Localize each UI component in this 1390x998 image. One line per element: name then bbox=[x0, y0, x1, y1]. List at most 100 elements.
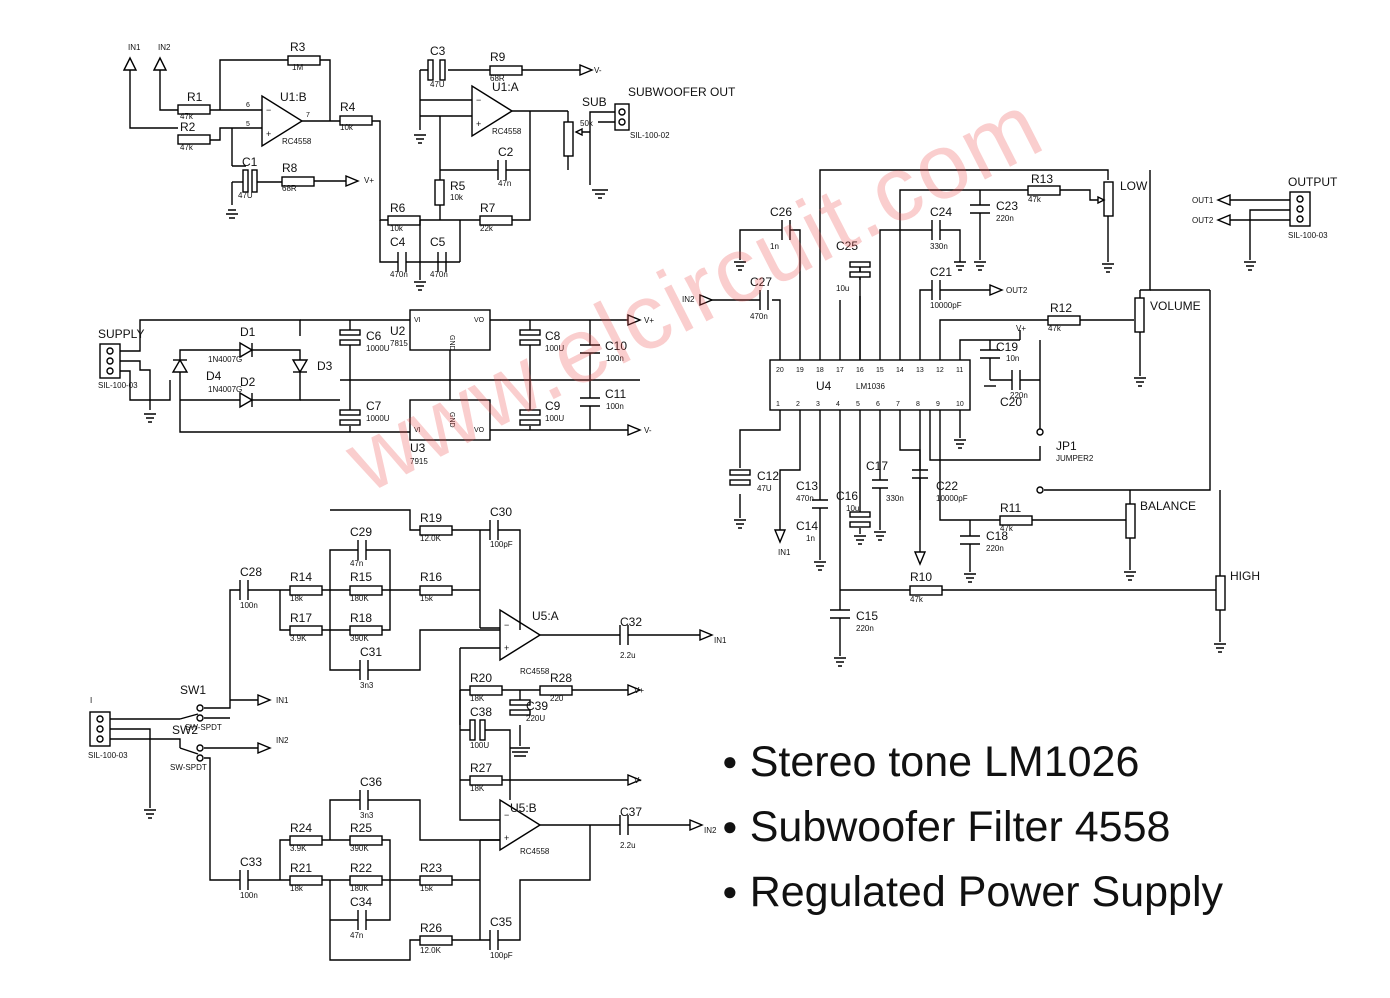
component-ref: R3 bbox=[290, 40, 306, 54]
net-label: SIL-100-03 bbox=[1288, 231, 1328, 240]
svg-text:17: 17 bbox=[836, 367, 844, 374]
net-label: SW-SPDT bbox=[185, 723, 222, 732]
net-label: SIL-100-03 bbox=[98, 381, 138, 390]
net-label: RC4558 bbox=[282, 137, 312, 146]
component-value: 47n bbox=[498, 179, 511, 188]
component-ref: R20 bbox=[470, 671, 492, 685]
component-value: 220n bbox=[996, 214, 1014, 223]
svg-text:3: 3 bbox=[816, 401, 820, 408]
component-value: 3.9K bbox=[290, 844, 307, 853]
svg-text:19: 19 bbox=[796, 367, 804, 374]
component-value: 100U bbox=[545, 414, 564, 423]
component-value: 68R bbox=[490, 74, 505, 83]
svg-text:VI: VI bbox=[414, 317, 421, 324]
svg-text:+: + bbox=[504, 643, 509, 653]
svg-text:+: + bbox=[476, 119, 481, 129]
net-label: OUTPUT bbox=[1288, 175, 1338, 189]
component-ref: C14 bbox=[796, 519, 818, 533]
component-value: 2.2u bbox=[620, 651, 636, 660]
component-ref: R5 bbox=[450, 179, 466, 193]
component-value: 47k bbox=[1028, 195, 1042, 204]
component-value: 220n bbox=[856, 624, 874, 633]
svg-text:5: 5 bbox=[246, 121, 250, 128]
component-ref: C28 bbox=[240, 565, 262, 579]
feature-item: Regulated Power Supply bbox=[722, 862, 1223, 927]
net-label: LOW bbox=[1120, 179, 1148, 193]
component-ref: C34 bbox=[350, 895, 372, 909]
component-ref: C2 bbox=[498, 145, 514, 159]
net-label: V- bbox=[594, 66, 602, 75]
feature-item: Subwoofer Filter 4558 bbox=[722, 797, 1223, 862]
net-label: RC4558 bbox=[492, 127, 522, 136]
net-label: IN1 bbox=[778, 548, 791, 557]
component-ref: R24 bbox=[290, 821, 312, 835]
component-value: 3n3 bbox=[360, 811, 374, 820]
component-ref: C27 bbox=[750, 275, 772, 289]
component-ref: R15 bbox=[350, 570, 372, 584]
component-value: 10n bbox=[1006, 354, 1019, 363]
component-ref: C37 bbox=[620, 805, 642, 819]
component-value: 100pF bbox=[490, 540, 513, 549]
net-label: SW2 bbox=[172, 723, 198, 737]
component-value: 100pF bbox=[490, 951, 513, 960]
component-value: 100U bbox=[470, 741, 489, 750]
component-ref: R18 bbox=[350, 611, 372, 625]
svg-text:6: 6 bbox=[876, 401, 880, 408]
component-ref: R19 bbox=[420, 511, 442, 525]
net-label: U4 bbox=[816, 379, 832, 393]
net-label: SUPPLY bbox=[98, 327, 144, 341]
component-ref: C21 bbox=[930, 265, 952, 279]
component-ref: C6 bbox=[366, 329, 382, 343]
net-label: I bbox=[90, 696, 92, 705]
component-ref: C36 bbox=[360, 775, 382, 789]
component-ref: C35 bbox=[490, 915, 512, 929]
component-value: 1n bbox=[770, 242, 779, 251]
svg-text:10: 10 bbox=[956, 401, 964, 408]
component-value: 47n bbox=[350, 931, 363, 940]
component-value: 1N4007G bbox=[208, 385, 242, 394]
component-ref: R9 bbox=[490, 50, 506, 64]
svg-text:−: − bbox=[504, 620, 509, 630]
component-ref: SUB bbox=[582, 95, 607, 109]
net-label: V- bbox=[644, 426, 652, 435]
component-ref: C20 bbox=[1000, 395, 1022, 409]
component-value: 100n bbox=[240, 891, 258, 900]
component-value: 10u bbox=[846, 504, 859, 513]
svg-text:−: − bbox=[266, 105, 271, 115]
svg-text:GND: GND bbox=[448, 412, 455, 428]
component-value: 100n bbox=[606, 354, 624, 363]
component-value: 47k bbox=[910, 595, 924, 604]
svg-text:7: 7 bbox=[896, 401, 900, 408]
svg-text:VO: VO bbox=[474, 317, 485, 324]
component-value: 18K bbox=[470, 694, 485, 703]
net-label: RC4558 bbox=[520, 667, 550, 676]
net-label: IN2 bbox=[158, 43, 171, 52]
component-value: 180K bbox=[350, 884, 369, 893]
component-ref: R22 bbox=[350, 861, 372, 875]
component-ref: D3 bbox=[317, 359, 333, 373]
component-ref: R7 bbox=[480, 201, 496, 215]
component-value: 47k bbox=[1000, 524, 1014, 533]
component-value: 390K bbox=[350, 634, 369, 643]
component-value: 18k bbox=[290, 594, 304, 603]
component-value: 10000pF bbox=[930, 301, 962, 310]
component-ref: U3 bbox=[410, 441, 426, 455]
svg-text:2: 2 bbox=[796, 401, 800, 408]
component-value: 100n bbox=[240, 601, 258, 610]
svg-text:7: 7 bbox=[306, 112, 310, 119]
net-label: V+ bbox=[364, 176, 374, 185]
net-label: VOLUME bbox=[1150, 299, 1201, 313]
svg-text:16: 16 bbox=[856, 367, 864, 374]
component-ref: R27 bbox=[470, 761, 492, 775]
component-ref: R12 bbox=[1050, 301, 1072, 315]
net-label: SIL-100-03 bbox=[88, 751, 128, 760]
component-value: 15k bbox=[420, 884, 434, 893]
component-ref: C18 bbox=[986, 529, 1008, 543]
component-value: 68R bbox=[282, 184, 297, 193]
component-ref: C7 bbox=[366, 399, 382, 413]
svg-text:8: 8 bbox=[916, 401, 920, 408]
net-label: V+ bbox=[634, 686, 644, 695]
component-value: 10k bbox=[390, 224, 404, 233]
component-ref: R14 bbox=[290, 570, 312, 584]
net-label: IN1 bbox=[128, 43, 141, 52]
